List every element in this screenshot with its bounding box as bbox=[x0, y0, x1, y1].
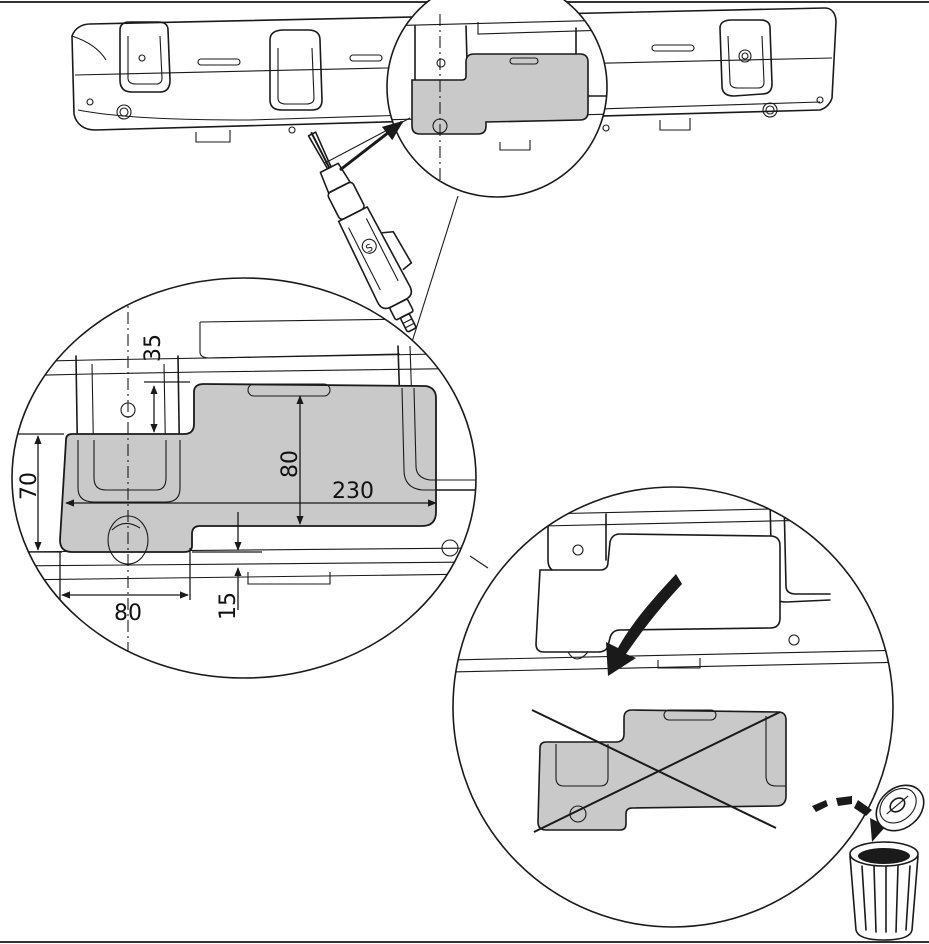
trash-bin-icon bbox=[812, 784, 925, 941]
dim-label-80-width: 80 bbox=[114, 601, 142, 626]
cross-out-line-1 bbox=[531, 709, 777, 829]
dim-label-35: 35 bbox=[141, 334, 166, 362]
cross-out-line-2 bbox=[533, 711, 781, 833]
dim-label-230: 230 bbox=[332, 479, 374, 504]
lift-out-arrow bbox=[606, 574, 682, 676]
air-saw-tool: S bbox=[307, 131, 417, 333]
dim-label-15: 15 bbox=[216, 592, 241, 620]
top-detail-magnifier bbox=[386, 0, 608, 198]
leader-line-lower bbox=[469, 555, 489, 569]
bumper-beam bbox=[71, 7, 837, 143]
svg-text:S: S bbox=[364, 243, 375, 256]
removal-detail-view bbox=[452, 486, 894, 928]
cut-direction-arrow bbox=[339, 120, 404, 172]
dim-label-80-height: 80 bbox=[278, 450, 303, 478]
dim-label-70: 70 bbox=[17, 472, 42, 500]
leader-line-right bbox=[411, 195, 459, 343]
dimension-detail-view: 35 80 230 70 80 15 bbox=[11, 277, 477, 679]
cut-area bbox=[59, 383, 437, 553]
